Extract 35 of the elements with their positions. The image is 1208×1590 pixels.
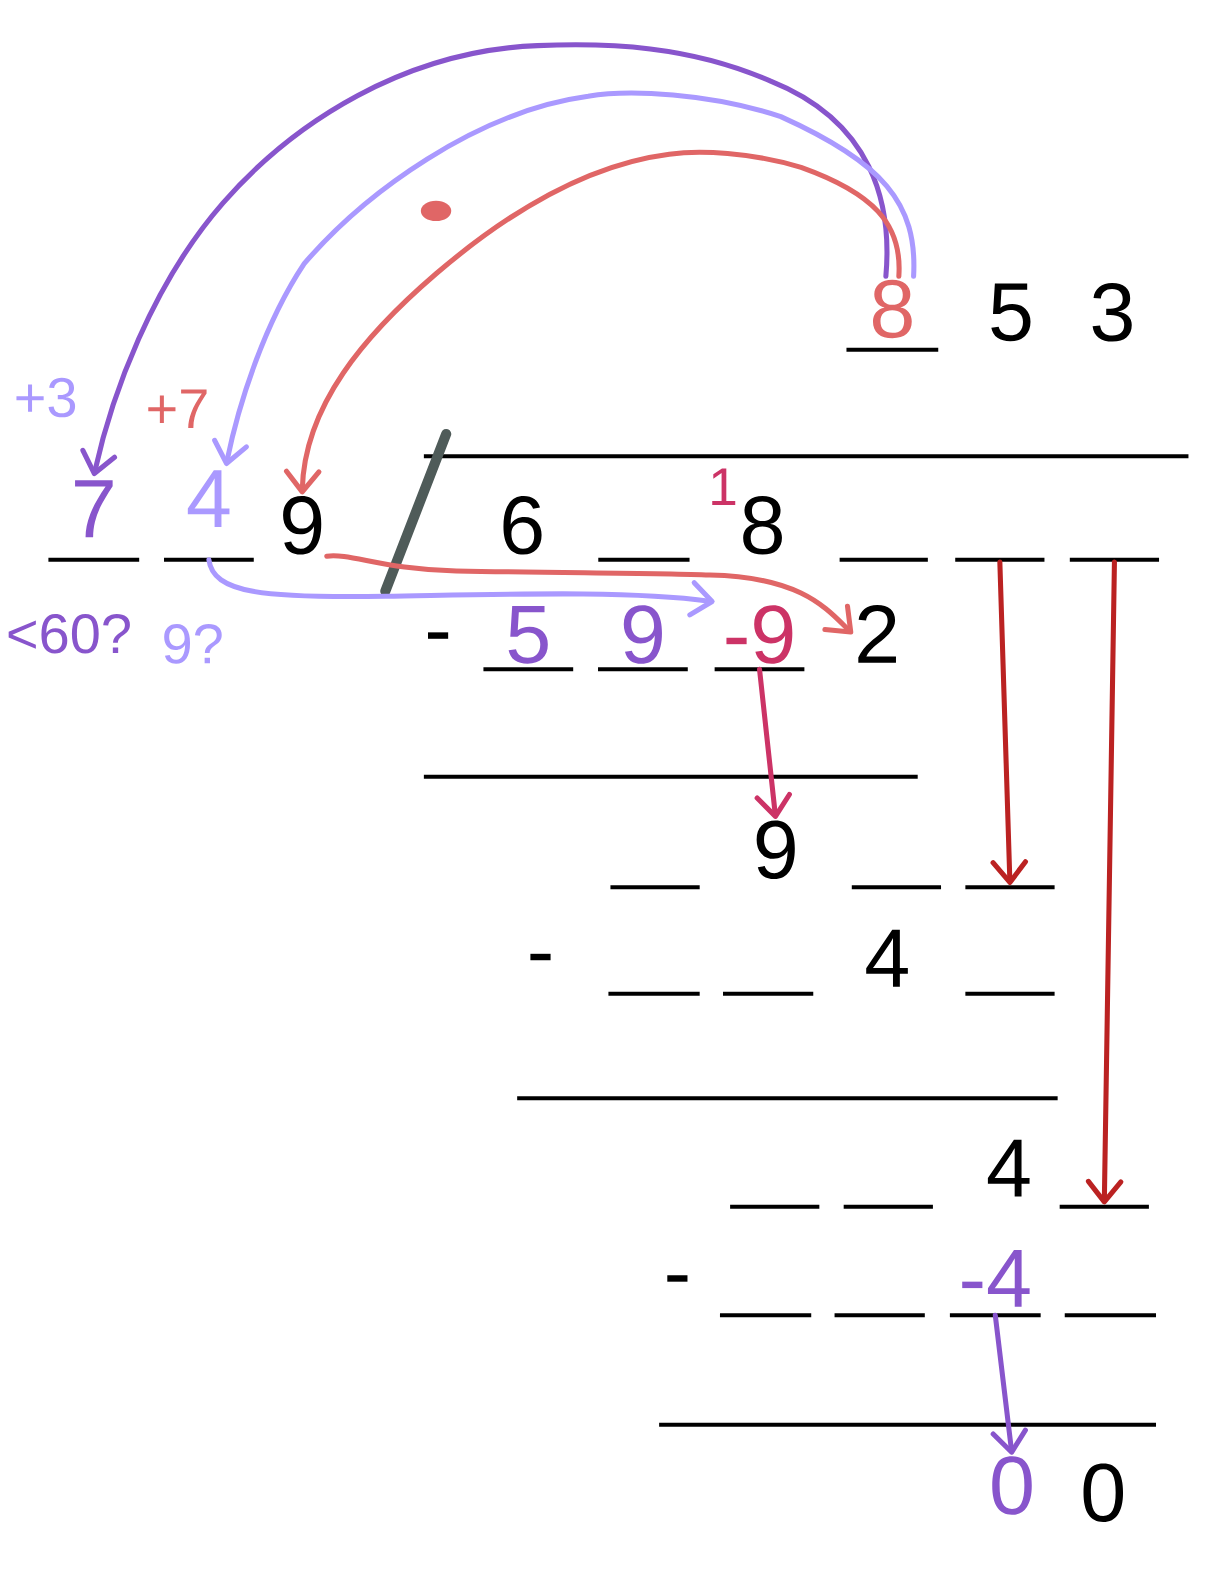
arrow	[1086, 559, 1124, 1205]
fill-in-line: 7	[48, 480, 140, 562]
arrow	[284, 149, 902, 495]
digit: 4	[988, 1139, 1030, 1197]
digit: 6	[503, 496, 542, 555]
handwritten-digit: 0	[992, 1456, 1032, 1515]
fill-in-line: 4	[164, 470, 254, 562]
arrow	[990, 559, 1029, 885]
arrow	[990, 1312, 1029, 1455]
fill-in-line: 8	[846, 279, 939, 352]
minus-sign: -	[667, 1275, 688, 1282]
handwritten-note: +7	[148, 389, 207, 428]
arrow	[212, 90, 917, 466]
arrow	[206, 557, 715, 618]
digit: 2	[858, 604, 897, 663]
handwritten-note: <60?	[8, 613, 131, 654]
arrow	[324, 553, 854, 635]
fill-in-line: 9	[598, 605, 688, 672]
fill-in-line: -4	[950, 1249, 1041, 1318]
fill-in-line: 5	[483, 606, 574, 672]
handwritten-note: 9?	[164, 624, 222, 664]
fill-in-line: -9	[714, 605, 805, 672]
digit: 0	[1083, 1463, 1124, 1522]
handwritten-note: +3	[16, 377, 76, 418]
digit: 8	[743, 496, 783, 555]
minus-sign: -	[428, 632, 449, 639]
digit: 9	[756, 820, 795, 880]
digit: 9	[283, 496, 322, 555]
arrow	[754, 666, 793, 819]
digit: 3	[1092, 283, 1132, 342]
handwritten-digit: 1	[712, 468, 736, 506]
digit: 4	[866, 929, 908, 987]
arrow	[80, 42, 890, 477]
minus-sign: -	[530, 953, 551, 961]
digit: 5	[991, 283, 1031, 342]
